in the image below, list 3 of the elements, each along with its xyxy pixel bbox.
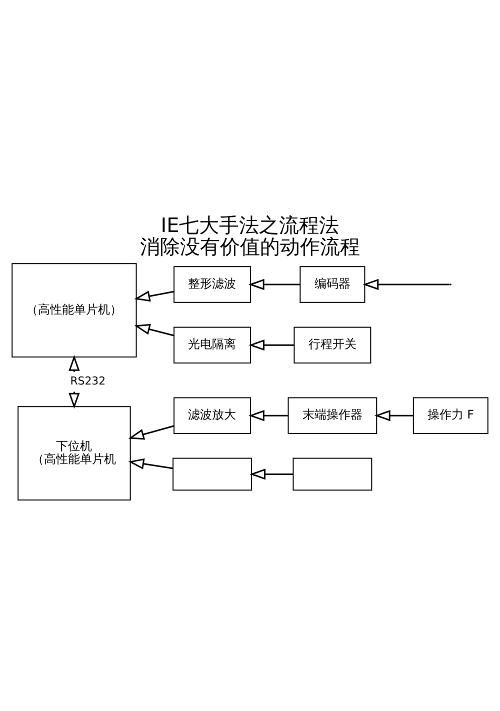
caption: 消除没有价值的动作流程 [140, 235, 360, 258]
edge-label: RS232 [70, 374, 106, 388]
diagram-title: IE七大手法之流程法 [160, 213, 340, 236]
